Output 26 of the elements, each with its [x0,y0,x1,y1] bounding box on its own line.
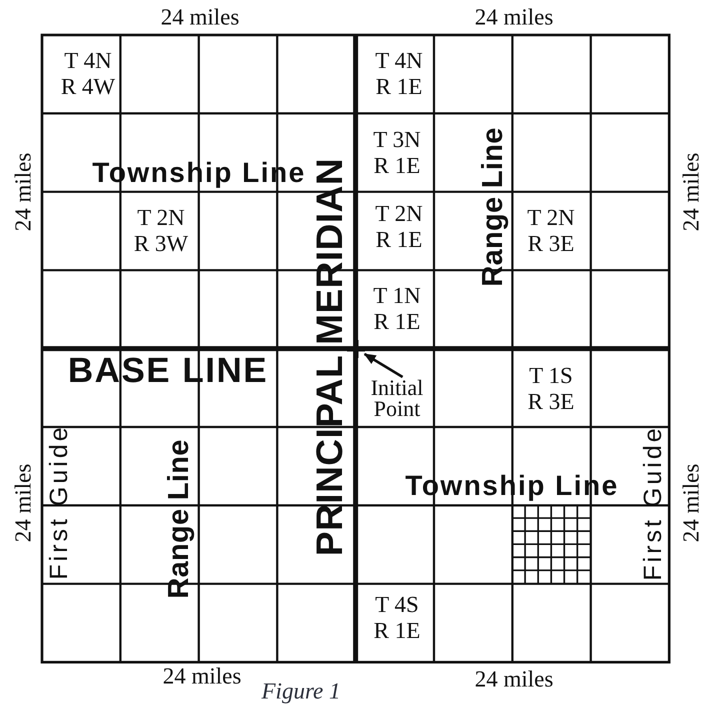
township-label: T 4N R 4W [60,48,116,100]
township-label: T 2N R 3E [526,205,576,257]
guide-line-label: First Guide [46,424,72,580]
leader-arrow [364,352,404,378]
distance-label: 24 miles [162,664,242,688]
figure-caption: Figure 1 [262,678,340,704]
meridian-label: PRINCIPAL MERIDIAN [315,158,345,556]
distance-label: 24 miles [680,464,702,542]
distance-label: 24 miles [474,668,554,690]
range-line-label: Range Line [478,127,508,287]
distance-label: 24 miles [680,152,702,232]
township-label: T 1N R 1E [372,283,422,335]
township-label: T 4N R 1E [374,48,424,100]
distance-label: 24 miles [474,6,554,28]
guide-line-label: First Guide [640,425,666,581]
line-crossing [346,340,365,358]
distance-label: 24 miles [160,6,240,28]
range-line-label: Range Line [164,439,194,599]
distance-label: 24 miles [12,152,34,232]
distance-label: 24 miles [12,464,34,542]
township-label: T 3N R 1E [372,127,422,179]
township-label: T 1S R 3E [526,363,576,415]
township-label: T 4S R 1E [372,592,422,644]
township-label: T 2N R 3W [132,205,190,257]
callout-label: Initial Point [369,377,425,419]
township-label: T 2N R 1E [374,201,424,253]
